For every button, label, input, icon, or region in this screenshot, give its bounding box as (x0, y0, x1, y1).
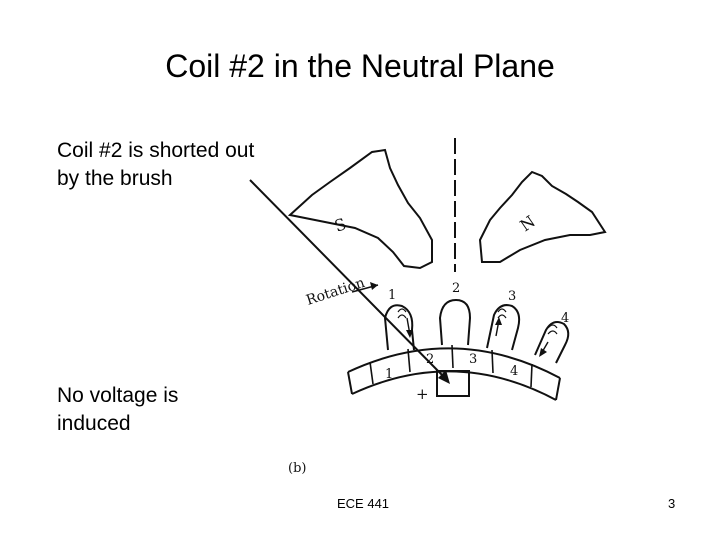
annotation-no-voltage: No voltage is induced (57, 384, 179, 435)
coil-label-3: 3 (508, 289, 516, 304)
south-pole (287, 148, 433, 270)
north-pole-label: N (516, 212, 538, 236)
pointer-line (249, 179, 446, 379)
pointer-arrowhead (438, 370, 450, 384)
annotation-brush-short: Coil #2 is shorted out by the brush (57, 139, 255, 190)
brush-polarity-label: + (416, 385, 429, 403)
coil-1 (383, 304, 415, 351)
brush (436, 370, 470, 397)
figure-caption: (b) (288, 461, 306, 476)
segment-label-2: 2 (426, 352, 434, 367)
south-pole-label: S (332, 214, 349, 236)
slide-title: Coil #2 in the Neutral Plane (165, 48, 555, 84)
page-number: 3 (668, 496, 676, 511)
coil-label-1: 1 (388, 288, 396, 303)
footer-course: ECE 441 (337, 496, 390, 511)
north-pole (478, 170, 607, 263)
coil-label-4: 4 (561, 311, 569, 326)
rotation-label: Rotation (304, 275, 366, 309)
segment-label-3: 3 (469, 352, 477, 367)
segment-label-1: 1 (385, 367, 393, 382)
segment-label-4: 4 (510, 364, 518, 379)
coil-label-2: 2 (452, 281, 460, 296)
rotation-arrowhead (370, 282, 378, 290)
coil-3 (486, 304, 521, 351)
coil-2 (438, 298, 472, 346)
commutator (347, 344, 561, 401)
coil-4 (534, 321, 570, 364)
